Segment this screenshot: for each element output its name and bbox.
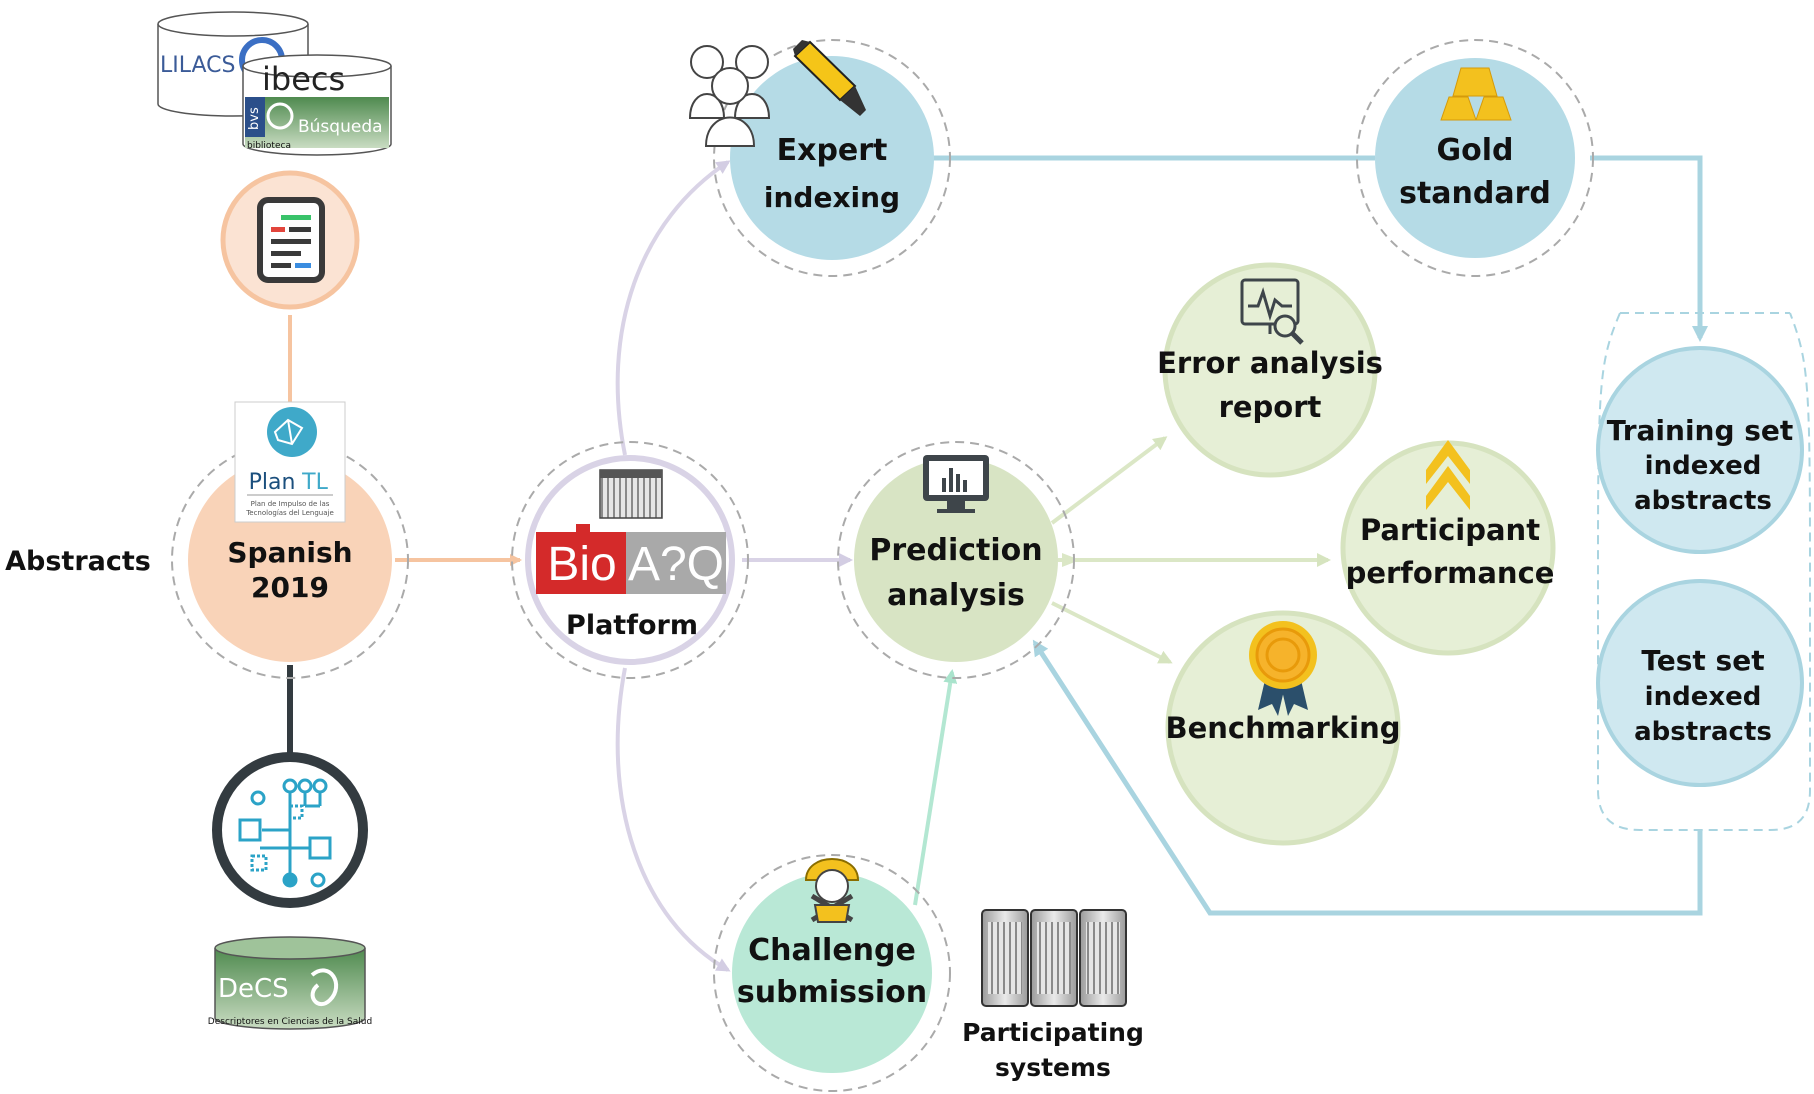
training-label-line1: Training set: [1607, 414, 1794, 447]
error-label-line2: report: [1219, 390, 1322, 424]
connector-challenge-to-prediction: [913, 669, 958, 906]
hierarchy-node: [212, 752, 368, 908]
spanish-2019-node: Plan TL Plan de Impulso de las Tecnologí…: [171, 401, 409, 679]
gold-label-line1: Gold: [1437, 133, 1514, 168]
db-ibecs-label: ibecs: [262, 60, 345, 98]
worker-tools-icon: [804, 858, 860, 923]
brain-icon: [267, 407, 317, 457]
document-icon: [257, 197, 325, 283]
decs-word: DeCS: [218, 974, 289, 1004]
plan-tl-word1: Plan: [249, 470, 296, 495]
test-label-line3: abstracts: [1634, 717, 1772, 747]
test-label-line2: indexed: [1645, 682, 1762, 712]
systems-label-line2: systems: [995, 1053, 1111, 1082]
prediction-label-line1: Prediction: [869, 533, 1042, 568]
training-set-node: Training set indexed abstracts: [1596, 346, 1804, 554]
db-bvs-label: bvs: [247, 107, 262, 130]
plan-tl-word2: TL: [301, 470, 328, 495]
decs-sub: Descriptores en Ciencias de la Salud: [208, 1017, 372, 1027]
test-label-line1: Test set: [1641, 644, 1764, 677]
document-node: [220, 170, 360, 310]
bioasq-logo-part1: Bio: [547, 538, 616, 591]
challenge-submission-node: Challenge submission: [713, 854, 951, 1092]
plan-tl-sub1: Plan de Impulso de las: [251, 500, 330, 508]
connector-prediction-to-benchmark: [1051, 601, 1173, 664]
benchmarking-label: Benchmarking: [1166, 711, 1401, 745]
monitor-chart-icon: [923, 455, 989, 513]
server-rack-icon: [599, 469, 663, 519]
connectors: [287, 155, 1708, 972]
prediction-analysis-node: Prediction analysis: [837, 441, 1075, 679]
performance-label-line1: Participant: [1360, 513, 1540, 547]
platform-node: Bio A?Q Platform: [511, 441, 749, 679]
connector-platform-to-challenge: [615, 667, 731, 972]
database-ibecs-icon: ibecs bvs Búsqueda biblioteca: [242, 54, 392, 156]
participant-performance-node: Participant performance: [1340, 440, 1556, 656]
servers-icon: [981, 909, 1127, 1007]
spanish-label-line2: 2019: [251, 571, 329, 604]
plan-tl-sub2: Tecnologías del Lenguaje: [245, 509, 334, 517]
systems-label-line1: Participating: [962, 1018, 1144, 1047]
spanish-label-line1: Spanish: [227, 536, 352, 569]
bioasq-logo-right: [626, 532, 726, 594]
hierarchy-icon: [238, 778, 332, 888]
abstracts-label: Abstracts: [5, 546, 151, 577]
database-decs-icon: DeCS Descriptores en Ciencias de la Salu…: [208, 936, 372, 1030]
db-biblioteca-label: biblioteca: [247, 141, 291, 151]
people-group-icon: [688, 45, 771, 147]
highlighter-icon: [793, 40, 866, 116]
challenge-label-line1: Challenge: [748, 933, 916, 968]
platform-label: Platform: [566, 610, 698, 641]
gold-bars-icon: [1440, 67, 1512, 121]
gold-standard-node: Gold standard: [1356, 39, 1594, 277]
expert-label-line2: indexing: [764, 181, 900, 214]
expert-label-line1: Expert: [777, 133, 888, 168]
connector-test-to-prediction: [1032, 639, 1703, 916]
benchmarking-node: Benchmarking: [1165, 610, 1401, 846]
connector-platform-to-expert: [615, 160, 731, 456]
prediction-label-line2: analysis: [887, 578, 1025, 613]
connector-performance-back: [1062, 553, 1080, 567]
connector-gold-to-training: [1590, 155, 1708, 342]
error-analysis-node: Error analysis report: [1157, 262, 1383, 478]
performance-label-line2: performance: [1346, 556, 1555, 590]
challenge-label-line2: submission: [737, 975, 927, 1010]
db-lilacs-label: LILACS: [160, 53, 236, 78]
monitor-magnifier-icon: [1240, 278, 1304, 345]
bioasq-logo-left: [536, 532, 628, 594]
bioasq-logo-part2: A?Q: [628, 538, 724, 591]
award-badge-icon: [1249, 621, 1317, 716]
chevron-up-icon: [1426, 440, 1470, 510]
training-label-line3: abstracts: [1634, 486, 1772, 516]
test-set-node: Test set indexed abstracts: [1596, 579, 1804, 787]
db-busqueda-label: Búsqueda: [298, 117, 383, 137]
expert-indexing-node: Expert indexing: [688, 39, 951, 277]
connector-prediction-to-error: [1050, 436, 1168, 525]
gold-label-line2: standard: [1399, 176, 1551, 211]
error-label-line1: Error analysis: [1157, 346, 1383, 380]
sets-group: [1597, 312, 1811, 831]
training-label-line2: indexed: [1645, 451, 1762, 481]
